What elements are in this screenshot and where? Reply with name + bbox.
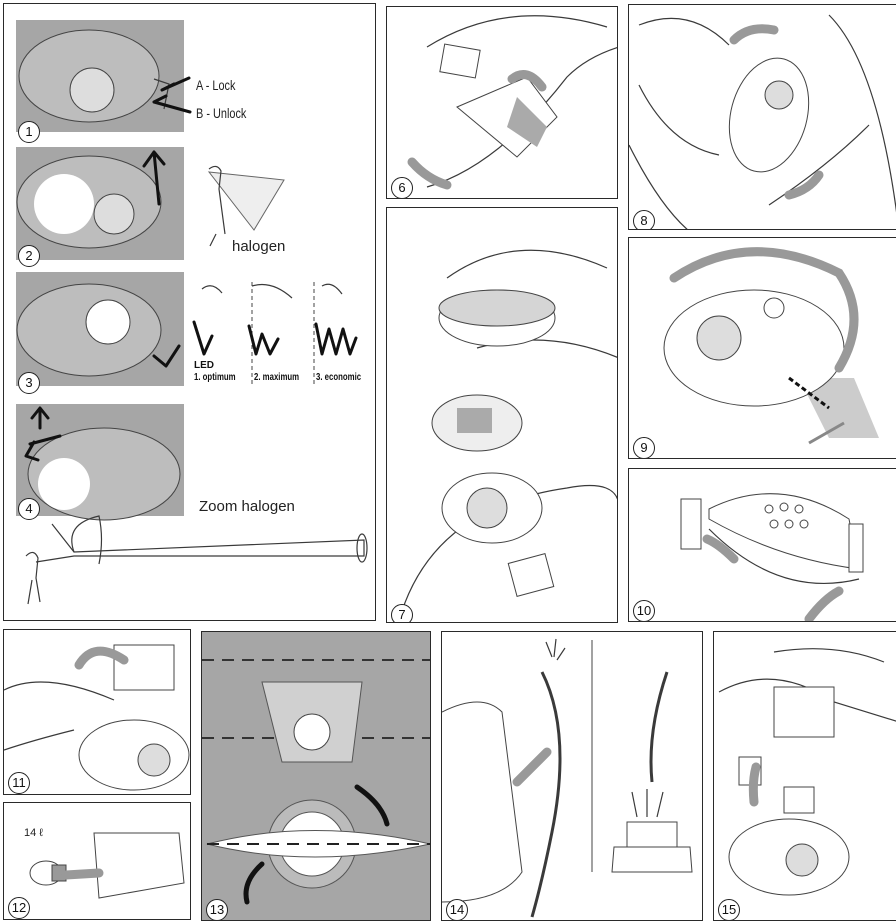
- step-8-illustration: [629, 5, 896, 230]
- bulb-label: 14 ℓ: [24, 827, 43, 839]
- mode-optimum-label: 1. optimum: [194, 372, 236, 383]
- led-label: LED: [194, 360, 214, 371]
- lamp-illustrations-1-4: [4, 4, 376, 621]
- panel-step-10: 10: [628, 468, 896, 622]
- step-number-10: 10: [633, 600, 655, 622]
- panel-step-13: 13: [201, 631, 431, 921]
- lock-label: A - Lock: [196, 77, 235, 93]
- mode-maximum-label: 2. maximum: [254, 372, 299, 383]
- step-10-illustration: [629, 469, 896, 622]
- panel-step-6: 6: [386, 6, 618, 199]
- panel-step-9: 9: [628, 237, 896, 459]
- step-12-illustration: [4, 803, 191, 920]
- step-number-15: 15: [718, 899, 740, 921]
- step-number-9: 9: [633, 437, 655, 459]
- step-15-illustration: [714, 632, 896, 921]
- step-number-1: 1: [18, 121, 40, 143]
- step-number-7: 7: [391, 604, 413, 623]
- step-9-illustration: [629, 238, 896, 459]
- step-13-illustration: [202, 632, 431, 921]
- step-6-illustration: [387, 7, 618, 199]
- step-number-6: 6: [391, 177, 413, 199]
- panel-step-8: 8: [628, 4, 896, 230]
- step-number-11: 11: [8, 772, 30, 794]
- panel-step-7: 7: [386, 207, 618, 623]
- panel-step-12: 14 ℓ 12: [3, 802, 191, 920]
- zoom-halogen-label: Zoom halogen: [199, 498, 295, 515]
- step-number-8: 8: [633, 210, 655, 230]
- step-14-illustration: [442, 632, 703, 921]
- step-number-14: 14: [446, 899, 468, 921]
- step-number-3: 3: [18, 372, 40, 394]
- step-7-illustration: [387, 208, 618, 623]
- panel-steps-1-4: 1 2 3 4 A - Lock B - Unlock halogen LED …: [3, 3, 376, 621]
- step-number-12: 12: [8, 897, 30, 919]
- panel-step-11: 11: [3, 629, 191, 795]
- step-11-illustration: [4, 630, 191, 795]
- unlock-label: B - Unlock: [196, 105, 246, 121]
- halogen-label: halogen: [232, 238, 285, 255]
- panel-step-15: 15: [713, 631, 896, 921]
- step-number-13: 13: [206, 899, 228, 921]
- step-number-2: 2: [18, 245, 40, 267]
- mode-economic-label: 3. economic: [316, 372, 361, 383]
- step-number-4: 4: [18, 498, 40, 520]
- panel-step-14: 14: [441, 631, 703, 921]
